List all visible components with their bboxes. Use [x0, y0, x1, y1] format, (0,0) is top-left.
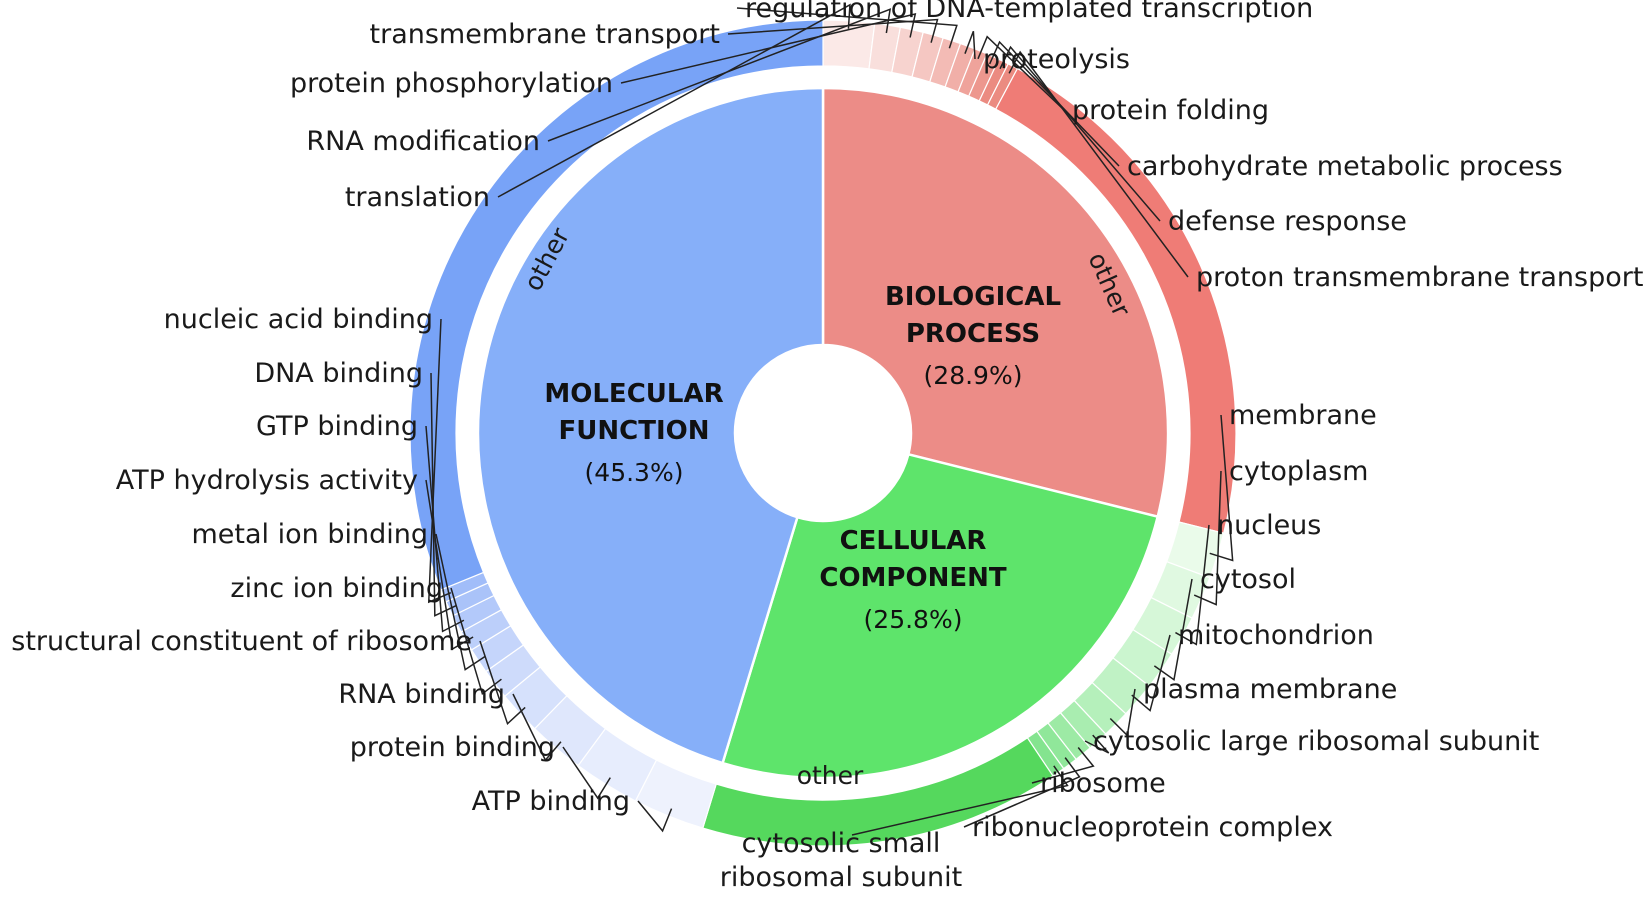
- term-label-protein-phosphorylation: protein phosphorylation: [290, 68, 613, 99]
- leader-line-zinc-ion-binding: [450, 587, 502, 696]
- term-label-transmembrane-transport: transmembrane transport: [370, 19, 720, 50]
- leader-line-protein-binding: [562, 746, 611, 800]
- leader-line-ribosome: [1031, 747, 1095, 784]
- leader-line-gtp-binding: [425, 425, 465, 633]
- term-labels: translation RNA modification protein phosp…: [11, 0, 1643, 893]
- leader-line-carbohydrate-metabolic-process: [988, 40, 1120, 167]
- term-label-defense-response: defense response: [1168, 206, 1407, 237]
- leader-line-cytosolic-small-ribosomal-subunit: [851, 765, 1069, 836]
- term-label-carbohydrate-metabolic-process: carbohydrate metabolic process: [1127, 151, 1563, 182]
- leader-line-dna-binding: [430, 372, 457, 617]
- leader-line-protein-folding: [977, 35, 1065, 111]
- leader-line-proteolysis: [964, 30, 976, 60]
- leader-line-structural-constituent-of-ribosome: [479, 640, 526, 726]
- term-label-rna-binding: RNA binding: [338, 679, 505, 710]
- leader-line-plasma-membrane: [1109, 688, 1136, 737]
- term-label-protein-binding: protein binding: [350, 732, 555, 763]
- term-label-line: ribosomal subunit: [720, 862, 962, 893]
- term-label-cytosolic-large-ribosomal-subunit: cytosolic large ribosomal subunit: [1093, 726, 1539, 757]
- category-name-line: FUNCTION: [559, 416, 710, 446]
- term-label-metal-ion-binding: metal ion binding: [192, 519, 429, 550]
- term-label-proteolysis: proteolysis: [983, 44, 1130, 75]
- term-label-membrane: membrane: [1229, 400, 1377, 431]
- term-label-cytosol: cytosol: [1200, 564, 1296, 595]
- term-ring: [409, 19, 1237, 847]
- category-name-line: MOLECULAR: [544, 379, 723, 409]
- other-label-cc: other: [797, 761, 864, 790]
- term-label-gtp-binding: GTP binding: [256, 411, 418, 442]
- leader-line-metal-ion-binding: [435, 533, 486, 671]
- category-label-mf: MOLECULAR FUNCTION: [544, 379, 723, 446]
- term-label-mitochondrion: mitochondrion: [1178, 620, 1374, 651]
- term-label-structural-constituent-of-ribosome: structural constituent of ribosome: [11, 626, 472, 657]
- category-ring: [476, 86, 1170, 780]
- category-name-line: CELLULAR: [840, 526, 987, 556]
- category-percent-mf: (45.3%): [585, 458, 684, 487]
- term-label-atp-hydrolysis-activity: ATP hydrolysis activity: [116, 465, 418, 496]
- term-label-translation: translation: [345, 182, 490, 213]
- term-label-nucleic-acid-binding: nucleic acid binding: [164, 304, 433, 335]
- term-label-ribosome: ribosome: [1040, 768, 1166, 799]
- category-name-line: BIOLOGICAL: [885, 282, 1061, 312]
- term-label-cytoplasm: cytoplasm: [1229, 456, 1368, 487]
- category-percent-cc: (25.8%): [864, 605, 963, 634]
- term-label-regulation-of-dna-templated-transcription: regulation of DNA-templated transcriptio…: [745, 0, 1313, 24]
- leader-line-cytosolic-large-ribosomal-subunit: [1084, 734, 1110, 754]
- leader-line-transmembrane-transport: [727, 18, 939, 43]
- category-labels: BIOLOGICAL PROCESS (28.9%) CELLULAR COMPONEN…: [544, 282, 1061, 634]
- category-name-line: COMPONENT: [819, 563, 1006, 593]
- leader-line-ribonucleoprotein-complex: [963, 757, 1081, 828]
- leader-line-regulation-of-dna-templated-transcription: [736, 7, 958, 49]
- leader-lines: [425, 3, 1234, 836]
- center-hole: [735, 345, 911, 521]
- category-percent-bp: (28.9%): [924, 361, 1023, 390]
- leader-line-protein-phosphorylation: [620, 13, 917, 84]
- leader-line-atp-binding: [637, 800, 673, 833]
- term-label-rna-modification: RNA modification: [306, 126, 540, 157]
- category-label-bp: BIOLOGICAL PROCESS: [885, 282, 1061, 349]
- term-label-nucleus: nucleus: [1217, 510, 1321, 541]
- leader-line-translation: [497, 3, 851, 198]
- leader-line-rna-binding: [512, 693, 562, 762]
- term-label-protein-folding: protein folding: [1072, 95, 1269, 126]
- category-label-cc: CELLULAR COMPONENT: [819, 526, 1006, 593]
- term-label-plasma-membrane: plasma membrane: [1143, 674, 1397, 705]
- term-label-atp-binding: ATP binding: [472, 786, 630, 817]
- term-label-ribonucleoprotein-complex: ribonucleoprotein complex: [972, 812, 1333, 843]
- leader-line-rna-modification: [547, 8, 892, 142]
- term-label-zinc-ion-binding: zinc ion binding: [230, 573, 443, 604]
- leader-line-mitochondrion: [1131, 634, 1171, 712]
- leader-line-nucleic-acid-binding: [427, 318, 452, 604]
- category-name-line: PROCESS: [906, 319, 1040, 349]
- leader-line-proton-transmembrane-transport: [1008, 50, 1189, 278]
- term-label-dna-binding: DNA binding: [254, 358, 423, 389]
- leader-line-defense-response: [999, 45, 1161, 222]
- term-label-proton-transmembrane-transport: proton transmembrane transport: [1196, 262, 1643, 293]
- term-label-line: cytosolic small: [742, 828, 941, 859]
